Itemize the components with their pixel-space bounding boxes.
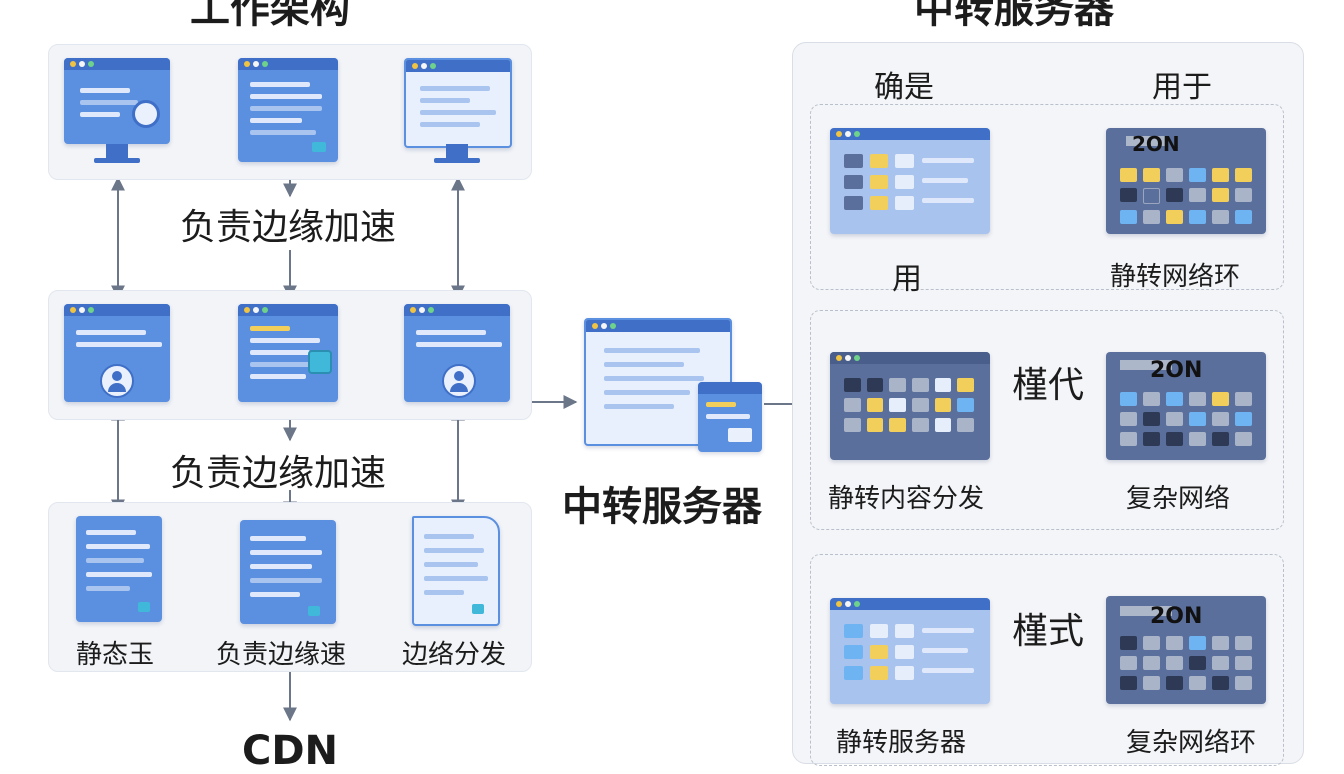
label-bottom-2: 负责边缘速 — [216, 640, 347, 670]
label-edge-accel-top: 负责边缘加速 — [180, 207, 397, 248]
monitor-card-2 — [404, 58, 512, 148]
list-window-bottom — [830, 598, 990, 704]
monitor-base — [94, 158, 140, 163]
chip-icon — [138, 602, 150, 612]
monitor-card-1 — [64, 58, 170, 144]
chip-icon — [472, 604, 484, 614]
chip-icon — [312, 142, 326, 152]
doc-card-5 — [412, 516, 500, 626]
left-heading: 工作架构 — [190, 0, 350, 32]
col-left-header: 确是 — [874, 70, 934, 105]
label-use: 用 — [892, 262, 922, 297]
badge-bottom: 2ON — [1150, 604, 1203, 629]
dashboard-top: 2ON — [1106, 128, 1266, 234]
user-card-1 — [64, 304, 170, 402]
list-window-top — [830, 128, 990, 234]
label-static-server: 静转服务器 — [836, 728, 967, 758]
doc-card-1 — [238, 58, 338, 162]
label-bottom-3: 边络分发 — [402, 640, 507, 670]
label-static-network-ring: 静转网络环 — [1110, 262, 1241, 292]
dashboard-mid-left — [830, 352, 990, 460]
label-static-content-dist: 静转内容分发 — [828, 484, 985, 514]
user-icon — [442, 364, 476, 398]
label-edge-accel-mid: 负责边缘加速 — [170, 453, 387, 494]
doc-card-3 — [76, 516, 162, 622]
label-complex-network-ring: 复杂网络环 — [1126, 728, 1257, 758]
badge-mid: 2ON — [1150, 358, 1203, 383]
label-mode-a: 槿代 — [1012, 365, 1085, 406]
monitor-base — [434, 158, 480, 163]
group-mid — [810, 310, 1284, 530]
right-heading: 中转服务器 — [914, 0, 1114, 32]
lock-icon — [132, 100, 160, 128]
label-bottom-1: 静态玉 — [76, 640, 155, 670]
monitor-stand — [446, 144, 468, 158]
dashboard-bottom-right: 2ON — [1106, 596, 1266, 704]
user-card-2 — [404, 304, 510, 402]
doc-card-2 — [238, 304, 338, 402]
dashboard-mid-right: 2ON — [1106, 352, 1266, 460]
monitor-stand — [106, 144, 128, 158]
label-cdn: CDN — [242, 728, 339, 774]
relay-server-label: 中转服务器 — [562, 484, 762, 530]
chip-icon — [308, 350, 332, 374]
relay-sub-window — [698, 382, 762, 452]
user-icon — [100, 364, 134, 398]
label-complex-network: 复杂网络 — [1126, 484, 1231, 514]
col-right-header: 用于 — [1152, 70, 1212, 105]
doc-card-4 — [240, 520, 336, 624]
badge-top: 2ON — [1132, 132, 1180, 156]
group-top — [810, 104, 1284, 290]
label-mode-b: 槿式 — [1012, 611, 1085, 652]
chip-icon — [308, 606, 320, 616]
